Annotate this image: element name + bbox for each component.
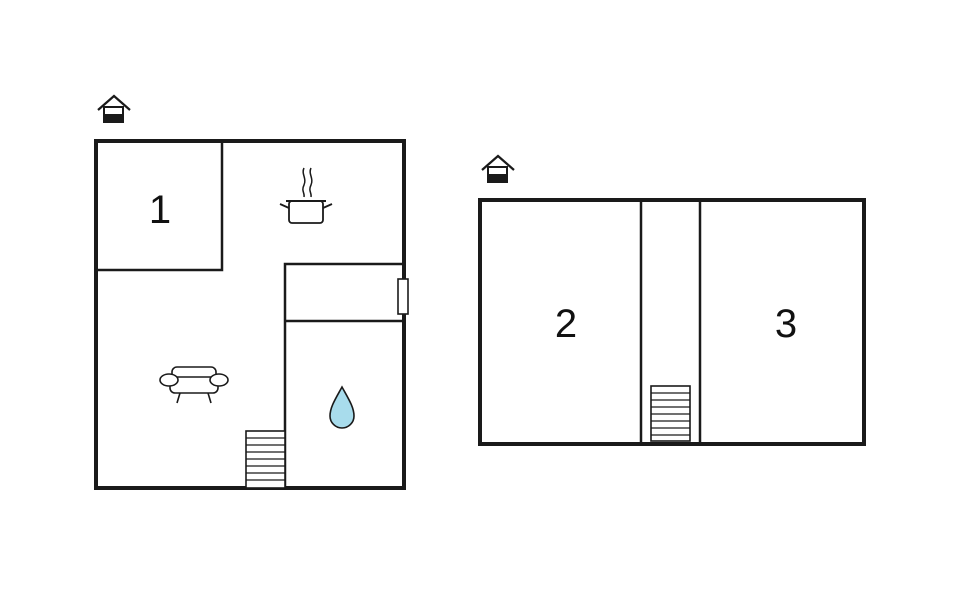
sofa-icon xyxy=(159,366,229,404)
floor-plan-upper: 2 3 xyxy=(478,154,866,446)
room-1-label: 1 xyxy=(149,188,171,232)
stairs-icon xyxy=(245,430,286,489)
room-3-label: 3 xyxy=(775,302,797,346)
room-2-label: 2 xyxy=(555,302,577,346)
kitchen-pot-icon xyxy=(279,167,333,224)
stairs-icon xyxy=(650,385,691,442)
room-1-wall xyxy=(96,141,224,272)
window-icon xyxy=(397,278,409,315)
floor-level-icon xyxy=(481,154,515,183)
outer-wall xyxy=(478,198,866,446)
floor-level-icon xyxy=(97,94,131,123)
floor-plan-ground: 1 xyxy=(94,94,409,490)
bathroom-wall xyxy=(283,262,404,488)
water-drop-icon xyxy=(329,385,355,429)
